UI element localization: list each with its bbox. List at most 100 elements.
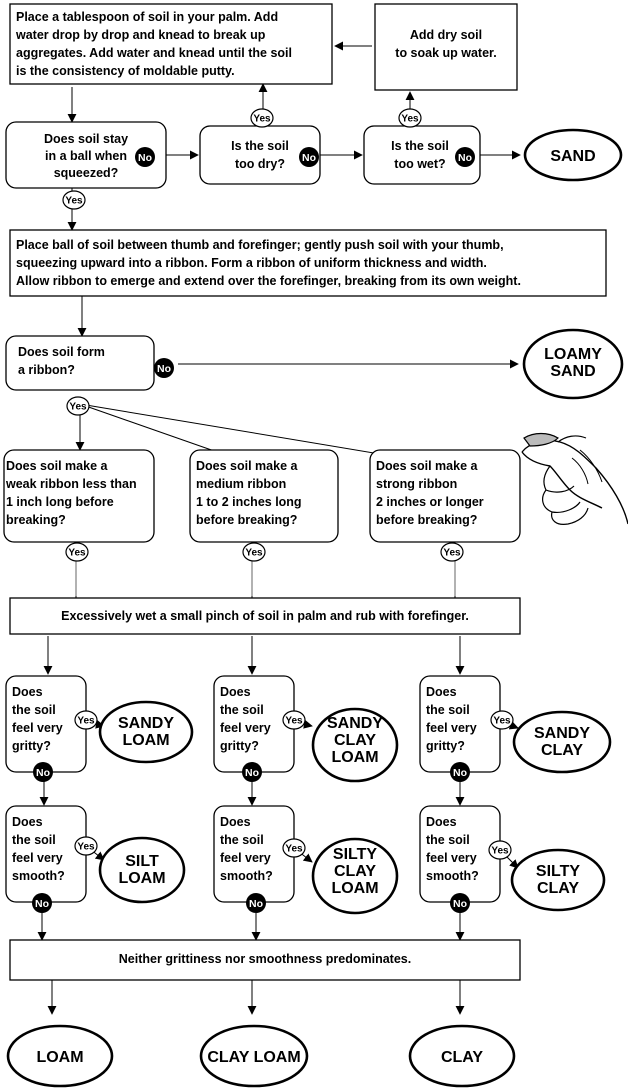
no-badge-gritty-2: No bbox=[242, 762, 262, 782]
q-smooth-box-1-line-2: the soil bbox=[12, 833, 56, 847]
ribbon-step-box-line-2: squeezing upward into a ribbon. Form a r… bbox=[16, 256, 487, 270]
start-instruction-box-line-4: is the consistency of moldable putty. bbox=[16, 64, 235, 78]
q-gritty-box-3-line-2: the soil bbox=[426, 703, 470, 717]
q-strong-box-line-4: before breaking? bbox=[376, 513, 477, 527]
q-ball-box-line-2: in a ball when bbox=[45, 149, 127, 163]
q-ball-box-line-3: squeezed? bbox=[54, 166, 119, 180]
q-smooth-box-1: Does the soil feel very smooth? bbox=[5, 805, 87, 903]
q-gritty-box-3-line-4: gritty? bbox=[426, 739, 465, 753]
q-weak-box-line-2: weak ribbon less than bbox=[5, 477, 137, 491]
yes-badge-medium: Yes bbox=[242, 542, 266, 562]
q-gritty-box-1-line-3: feel very bbox=[12, 721, 63, 735]
q-weak-box-line-1: Does soil make a bbox=[6, 459, 108, 473]
q-smooth-box-3-line-3: feel very bbox=[426, 851, 477, 865]
q-gritty-box-1-line-1: Does bbox=[12, 685, 43, 699]
yes-badge-smooth-3-label: Yes bbox=[491, 846, 509, 857]
ribbon-step-box-line-1: Place ball of soil between thumb and for… bbox=[16, 238, 504, 252]
yes-badge-gritty-3-label: Yes bbox=[493, 716, 511, 727]
yes-badge-strong-label: Yes bbox=[443, 548, 461, 559]
yes-badge-ball-label: Yes bbox=[65, 196, 83, 207]
q-smooth-box-1-line-4: smooth? bbox=[12, 869, 65, 883]
no-badge-gritty-3: No bbox=[450, 762, 470, 782]
result-silty-clay-line-2: CLAY bbox=[537, 880, 579, 897]
q-gritty-box-3-line-3: feel very bbox=[426, 721, 477, 735]
no-badge-ball: No bbox=[135, 147, 155, 167]
hand-ribbon-icon bbox=[521, 432, 628, 525]
no-badge-wet: No bbox=[455, 147, 475, 167]
no-badge-smooth-2: No bbox=[246, 893, 266, 913]
arrow-yes-to-strong bbox=[79, 403, 417, 464]
yes-badge-medium-label: Yes bbox=[245, 548, 263, 559]
no-badge-gritty-2-label: No bbox=[245, 767, 259, 779]
yes-badge-smooth-1-label: Yes bbox=[77, 842, 95, 853]
q-smooth-box-2-line-1: Does bbox=[220, 815, 251, 829]
yes-badge-wet: Yes bbox=[398, 108, 422, 128]
no-badge-ribbon: No bbox=[154, 358, 174, 378]
no-badge-ball-label: No bbox=[138, 152, 152, 164]
q-gritty-box-3: Does the soil feel very gritty? bbox=[419, 675, 501, 773]
add-dry-soil-box-line-2: to soak up water. bbox=[395, 46, 496, 60]
ribbon-step-box: Place ball of soil between thumb and for… bbox=[9, 229, 607, 297]
yes-badge-smooth-2-label: Yes bbox=[285, 844, 303, 855]
flow-boxes: Place a tablespoon of soil in your palm.… bbox=[3, 3, 607, 981]
result-sandy-loam-line-2: LOAM bbox=[122, 732, 169, 749]
q-smooth-box-3-line-1: Does bbox=[426, 815, 457, 829]
yes-badge-dry: Yes bbox=[250, 108, 274, 128]
result-loamy-sand-line-2: SAND bbox=[550, 363, 595, 380]
result-loam: LOAM bbox=[6, 1024, 114, 1088]
q-smooth-box-1-line-3: feel very bbox=[12, 851, 63, 865]
q-strong-box-line-3: 2 inches or longer bbox=[376, 495, 484, 509]
result-silty-clay-line-1: SILTY bbox=[536, 863, 580, 880]
neither-box-line-1: Neither grittiness nor smoothness predom… bbox=[119, 952, 411, 966]
no-badge-smooth-2-label: No bbox=[249, 898, 263, 910]
no-badge-dry-label: No bbox=[302, 152, 316, 164]
result-sandy-clay-line-1: SANDY bbox=[534, 725, 590, 742]
yes-badge-ribbon-label: Yes bbox=[69, 402, 87, 413]
q-weak-box: Does soil make a weak ribbon less than 1 i… bbox=[3, 449, 155, 543]
result-loamy-sand-line-1: LOAMY bbox=[544, 346, 602, 363]
q-gritty-box-1-line-4: gritty? bbox=[12, 739, 51, 753]
neither-box: Neither grittiness nor smoothness predom… bbox=[9, 939, 521, 981]
result-loam-line-1: LOAM bbox=[36, 1049, 83, 1066]
yes-badge-gritty-2: Yes bbox=[282, 710, 306, 730]
no-badge-dry: No bbox=[299, 147, 319, 167]
q-smooth-box-3-line-4: smooth? bbox=[426, 869, 479, 883]
wet-step-box-line-1: Excessively wet a small pinch of soil in… bbox=[61, 609, 469, 623]
yes-badge-gritty-3: Yes bbox=[490, 710, 514, 730]
result-sandy-clay-loam-line-1: SANDY bbox=[327, 715, 383, 732]
no-badge-gritty-1-label: No bbox=[36, 767, 50, 779]
result-clay-line-1: CLAY bbox=[441, 1049, 483, 1066]
q-strong-box-line-2: strong ribbon bbox=[376, 477, 457, 491]
q-gritty-box-3-line-1: Does bbox=[426, 685, 457, 699]
no-badge-ribbon-label: No bbox=[157, 363, 171, 375]
yes-badge-dry-label: Yes bbox=[253, 114, 271, 125]
result-silt-loam-line-2: LOAM bbox=[118, 870, 165, 887]
no-badge-wet-label: No bbox=[458, 152, 472, 164]
add-dry-soil-box-line-1: Add dry soil bbox=[410, 28, 482, 42]
q-medium-box-line-4: before breaking? bbox=[196, 513, 297, 527]
result-silty-clay-loam-line-2: CLAY bbox=[334, 863, 376, 880]
q-gritty-box-2-line-2: the soil bbox=[220, 703, 264, 717]
q-ribbon-box-line-1: Does soil form bbox=[18, 345, 105, 359]
q-weak-box-line-3: 1 inch long before bbox=[6, 495, 114, 509]
q-smooth-box-3-line-2: the soil bbox=[426, 833, 470, 847]
q-smooth-box-1-line-1: Does bbox=[12, 815, 43, 829]
yes-badge-smooth-1: Yes bbox=[74, 836, 98, 856]
no-badge-gritty-3-label: No bbox=[453, 767, 467, 779]
result-sandy-loam-line-1: SANDY bbox=[118, 715, 174, 732]
q-strong-box: Does soil make a strong ribbon 2 inches or… bbox=[369, 449, 521, 543]
q-gritty-box-2-line-4: gritty? bbox=[220, 739, 259, 753]
no-badge-smooth-3: No bbox=[450, 893, 470, 913]
yes-badge-gritty-1-label: Yes bbox=[77, 716, 95, 727]
q-strong-box-line-1: Does soil make a bbox=[376, 459, 478, 473]
result-sand-line-1: SAND bbox=[550, 148, 595, 165]
